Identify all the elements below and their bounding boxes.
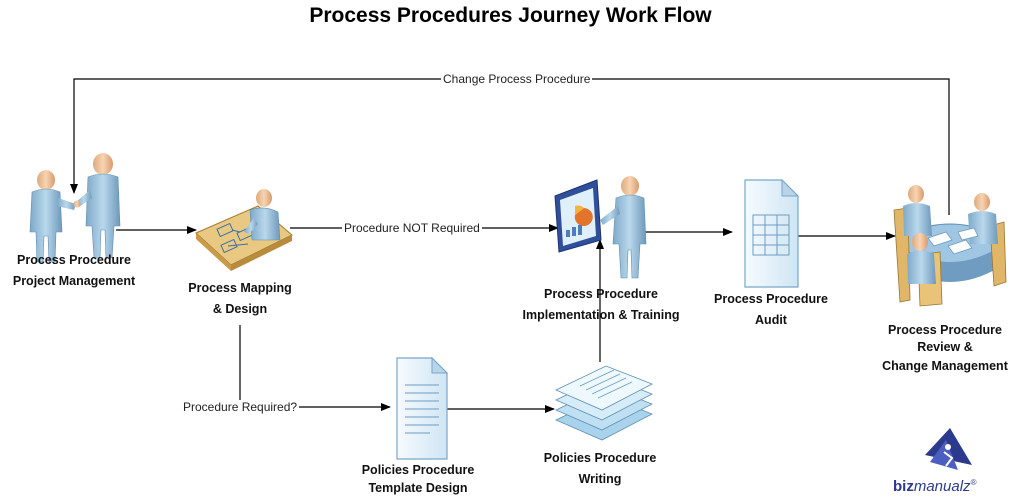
node-label-review-change: Process Procedure Review & Change Manage…	[882, 323, 1008, 373]
edge-label-procedure-required: Procedure Required?	[181, 400, 300, 414]
node-label-implementation-training: Process Procedure Implementation & Train…	[522, 287, 680, 322]
handshake-icon	[29, 153, 121, 263]
stacked-papers-icon	[555, 365, 653, 441]
spreadsheet-document-icon	[744, 178, 800, 288]
node-label-mapping-design: Process Mapping & Design	[188, 281, 292, 316]
node-label-template-design: Policies Procedure Template Design	[361, 463, 475, 495]
drafting-table-icon	[195, 189, 293, 271]
node-label-audit: Process Procedure Audit	[714, 292, 828, 327]
node-label-project-management: Process Procedure Project Management	[12, 253, 136, 288]
edge-procedure-required	[239, 325, 391, 411]
node-label-writing: Policies Procedure Writing	[543, 451, 657, 486]
brand-logo-text: bizmanualz®	[893, 478, 977, 495]
edge-change-process-procedure	[70, 78, 950, 215]
edge-label-change-process-procedure: Change Process Procedure	[441, 72, 593, 86]
edge-label-procedure-not-required: Procedure NOT Required	[342, 221, 482, 235]
meeting-table-icon	[893, 185, 1007, 307]
diagram-title: Process Procedures Journey Work Flow	[309, 4, 712, 27]
biz-manualz-logo-icon	[925, 428, 972, 470]
document-icon	[396, 356, 449, 460]
presentation-icon	[554, 176, 647, 279]
